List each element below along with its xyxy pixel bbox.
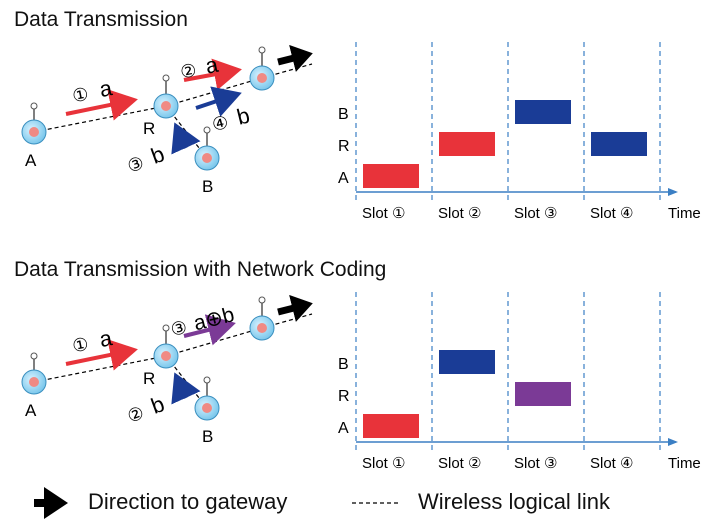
flow-arrow-2 — [183, 58, 242, 91]
flow-arrow-2 — [171, 372, 201, 405]
link-a-r — [33, 105, 167, 133]
flow-label-3: b — [148, 141, 168, 169]
flow-arrow-1 — [65, 339, 138, 371]
row-label-a: A — [338, 170, 349, 187]
node-a — [21, 102, 47, 145]
node-r — [153, 324, 179, 369]
flow-label-2: b — [148, 391, 168, 419]
slot-label-2: Slot ② — [438, 455, 481, 472]
flow-number-2: ② — [179, 60, 199, 83]
legend-symbols — [34, 487, 400, 519]
row-label-b: B — [338, 106, 349, 123]
flow-number-3: ③ — [125, 152, 147, 176]
transmission-bar-slot-3 — [515, 100, 571, 124]
slot-label-4: Slot ④ — [590, 455, 633, 472]
gateway-direction-arrow — [277, 44, 313, 72]
flow-number-1: ① — [71, 334, 91, 357]
section-title-coding: Data Transmission with Network Coding — [14, 258, 387, 281]
flow-number-4: ④ — [210, 112, 230, 135]
link-a-r — [33, 355, 167, 383]
flow-arrow-3 — [183, 314, 236, 346]
slot-label-1: Slot ① — [362, 455, 405, 472]
row-label-a: A — [338, 420, 349, 437]
plain-transmission-diagram: A R B ① a ② a ③ b ④ b — [21, 42, 701, 222]
node-b-label: B — [202, 177, 213, 196]
slot-label-1: Slot ① — [362, 205, 405, 222]
node-r-label: R — [143, 369, 155, 388]
node-gateway — [249, 46, 275, 91]
legend-link-label: Wireless logical link — [418, 489, 610, 514]
gateway-direction-arrow — [277, 294, 313, 322]
transmission-bar-slot-2 — [439, 132, 495, 156]
flow-arrow-1 — [65, 89, 138, 121]
slot-chart-plain: B R A Slot ① Slot ② Slot ③ Slot ④ Time — [338, 42, 701, 222]
node-gateway — [249, 296, 275, 341]
node-a — [21, 352, 47, 395]
flow-label-1: a — [97, 75, 115, 102]
slot-label-2: Slot ② — [438, 205, 481, 222]
node-r-label: R — [143, 119, 155, 138]
row-label-r: R — [338, 388, 350, 405]
node-b-label: B — [202, 427, 213, 446]
flow-number-2: ② — [125, 402, 147, 426]
flow-number-3: ③ — [169, 317, 189, 340]
flow-number-1: ① — [71, 84, 91, 107]
row-label-b: B — [338, 356, 349, 373]
transmission-bar-slot-1 — [363, 414, 419, 438]
flow-label-3: a⊕b — [191, 303, 236, 335]
flow-arrow-4 — [195, 86, 242, 117]
transmission-bar-slot-4 — [591, 132, 647, 156]
transmission-bar-slot-3 — [515, 382, 571, 406]
network-coding-diagram: A R B ① a ② b ③ a⊕b B R A Slot ① Slot — [21, 292, 701, 472]
legend-gateway-label: Direction to gateway — [88, 489, 288, 514]
row-label-r: R — [338, 138, 350, 155]
flow-label-4: b — [234, 103, 252, 130]
time-axis-label: Time — [668, 455, 701, 472]
slot-label-3: Slot ③ — [514, 205, 557, 222]
slot-label-4: Slot ④ — [590, 205, 633, 222]
slot-label-3: Slot ③ — [514, 455, 557, 472]
node-a-label: A — [25, 151, 37, 170]
node-b — [194, 126, 220, 171]
transmission-bar-slot-2 — [439, 350, 495, 374]
transmission-bar-slot-1 — [363, 164, 419, 188]
flow-arrow-3 — [171, 122, 201, 155]
node-a-label: A — [25, 401, 37, 420]
flow-label-2: a — [203, 52, 221, 79]
legend: Direction to gateway Wireless logical li… — [0, 483, 720, 523]
time-axis-label: Time — [668, 205, 701, 222]
section-title-plain: Data Transmission — [14, 8, 188, 31]
slot-chart-coding: B R A Slot ① Slot ② Slot ③ Slot ④ Time — [338, 292, 701, 472]
node-r — [153, 74, 179, 119]
flow-label-1: a — [97, 325, 115, 352]
node-b — [194, 376, 220, 421]
